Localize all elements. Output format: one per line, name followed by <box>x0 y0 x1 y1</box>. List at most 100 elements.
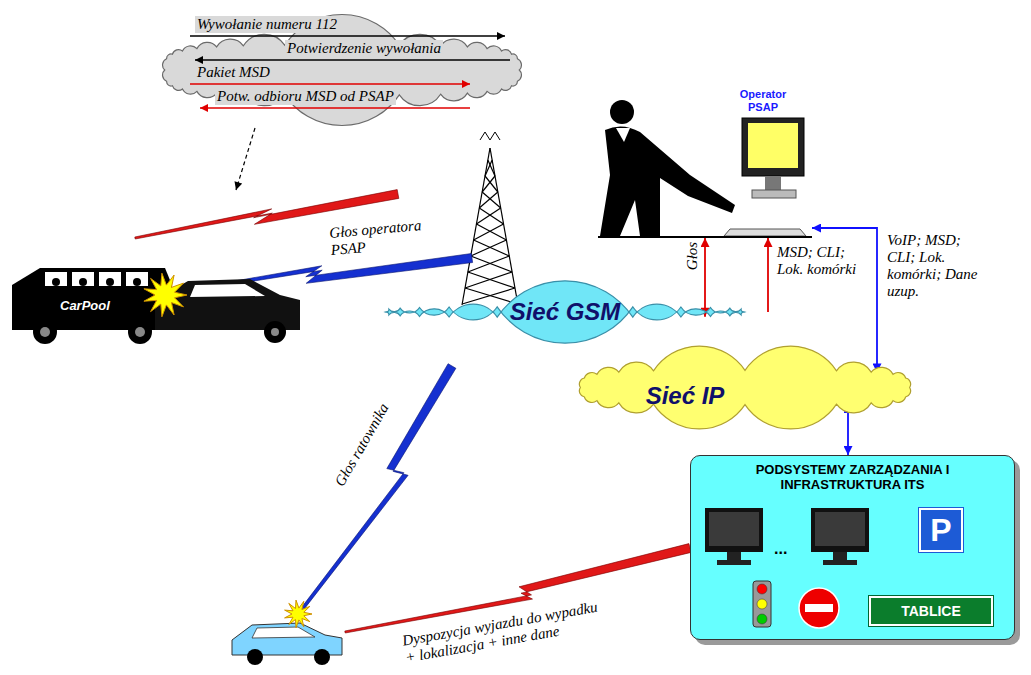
parking-sign: P <box>919 508 963 552</box>
message-arrows-part <box>195 59 510 61</box>
its-icons-part <box>705 508 763 552</box>
crashed-cars-part <box>190 284 265 297</box>
radio-tower-part <box>485 160 492 176</box>
diagram-label: Dyspozycja wyjazdu do wypadku + lokaliza… <box>401 597 609 666</box>
operator-figure <box>598 100 812 237</box>
radio-links <box>135 190 691 633</box>
crashed-cars-part <box>45 272 67 286</box>
crash-star <box>285 600 312 628</box>
radio-tower <box>462 132 518 305</box>
connector-label: Głos <box>684 240 701 272</box>
its-icons-part <box>757 584 767 594</box>
radio-tower-part <box>465 272 512 288</box>
diagram-label: Głos ratownika <box>331 401 392 490</box>
radio-tower-part <box>474 224 504 240</box>
crashed-cars-part <box>72 272 94 286</box>
message-arrows <box>190 36 510 108</box>
message-arrows-part <box>190 83 470 85</box>
operator-figure-part <box>742 118 804 176</box>
cloud-outline <box>545 335 945 440</box>
diagram-label: Potw. odbioru MSD od PSAP <box>215 88 396 105</box>
connector <box>704 238 706 317</box>
its-icons-part <box>717 560 751 565</box>
crashed-cars-part <box>126 272 148 286</box>
crashed-cars-part <box>33 320 57 344</box>
radio-bolt <box>299 364 456 613</box>
message-arrows-part <box>190 35 505 37</box>
rescue-car-part <box>314 649 330 665</box>
crashed-cars-part <box>135 327 145 337</box>
network-cloud: Sieć GSM <box>330 262 800 362</box>
its-icons-part <box>709 512 759 546</box>
its-icons-part <box>805 604 833 612</box>
node-text: Operator PSAP <box>728 88 798 114</box>
operator-figure-part <box>752 190 796 198</box>
crashed-cars-part <box>133 278 141 286</box>
radio-tower-part <box>471 240 507 256</box>
cloud-outline-part <box>385 281 745 343</box>
radio-tower-part <box>468 272 515 288</box>
its-icons-part <box>823 560 857 565</box>
network-cloud: Sieć IP <box>545 335 945 440</box>
diagram-label: Wywołanie numeru 112 <box>195 16 339 33</box>
rescue-car <box>232 623 342 665</box>
crashed-cars-part <box>40 327 50 337</box>
operator-figure-part <box>748 123 798 168</box>
radio-tower-part <box>480 132 500 140</box>
diagram-label: Pakiet MSD <box>195 64 272 81</box>
crashed-cars-part <box>264 321 286 343</box>
radio-tower-part <box>482 176 495 192</box>
pointer-arrow <box>236 128 255 190</box>
message-cloud <box>163 14 522 125</box>
crashed-cars-part <box>79 278 87 286</box>
crash-star <box>144 273 312 628</box>
diagram-label: ... <box>774 540 787 558</box>
operator-station: Operator PSAP <box>588 88 812 238</box>
operator-figure-part <box>598 236 812 238</box>
cloud-outline-part <box>579 346 910 429</box>
crashed-cars-part <box>52 278 60 286</box>
its-icons-part <box>757 599 767 609</box>
operator-figure-part <box>616 128 630 142</box>
diagram-label: Potwierdzenie wywołania <box>285 40 443 57</box>
radio-tower-part <box>462 288 515 304</box>
operator-figure-part <box>724 229 806 236</box>
crash-star <box>144 273 187 317</box>
its-icons-part <box>727 552 741 560</box>
connector <box>767 238 769 312</box>
its-icons-part <box>811 508 869 552</box>
radio-tower-part <box>479 208 503 224</box>
crashed-cars-part <box>106 278 114 286</box>
its-icons-part <box>757 614 767 624</box>
node-text: Sieć IP <box>646 382 725 410</box>
radio-tower-part <box>476 224 506 240</box>
radio-tower-part <box>476 208 500 224</box>
crashed-cars-part <box>271 328 279 336</box>
rescue-car-part <box>247 649 263 665</box>
radio-tower-part <box>482 192 501 208</box>
diagram-label: Głos operatora PSAP <box>329 215 447 259</box>
node-text: TABLICE <box>901 604 961 618</box>
node-text: P <box>930 514 951 546</box>
operator-figure-part <box>610 100 634 124</box>
radio-tower-part <box>468 256 509 272</box>
connector-label: VoIP; MSD; CLI; Lok. komórki; Dane uzup. <box>885 232 984 300</box>
radio-tower-part <box>474 240 510 256</box>
its-panel: PODSYSTEMY ZARZĄDZANIA I INFRASTRUKTURA … <box>690 455 1015 640</box>
its-icons-part <box>833 552 847 560</box>
radio-tower-part <box>485 176 498 192</box>
connector-label: MSD; CLI; Lok. komórki <box>775 244 874 278</box>
node-text: PODSYSTEMY ZARZĄDZANIA I INFRASTRUKTURA … <box>728 462 978 492</box>
its-icons-part <box>753 581 771 627</box>
its-icons-part <box>799 588 839 628</box>
operator-figure-part <box>600 126 735 236</box>
message-arrows-part <box>200 107 470 109</box>
its-icons-part <box>815 512 865 546</box>
crashed-cars-part <box>99 272 121 286</box>
crashed-cars <box>12 268 300 344</box>
diagram-label: CarPool <box>60 298 110 313</box>
crashed-cars-part <box>128 320 152 344</box>
rescue-car-part <box>252 627 315 638</box>
operator-figure-part <box>765 176 781 190</box>
